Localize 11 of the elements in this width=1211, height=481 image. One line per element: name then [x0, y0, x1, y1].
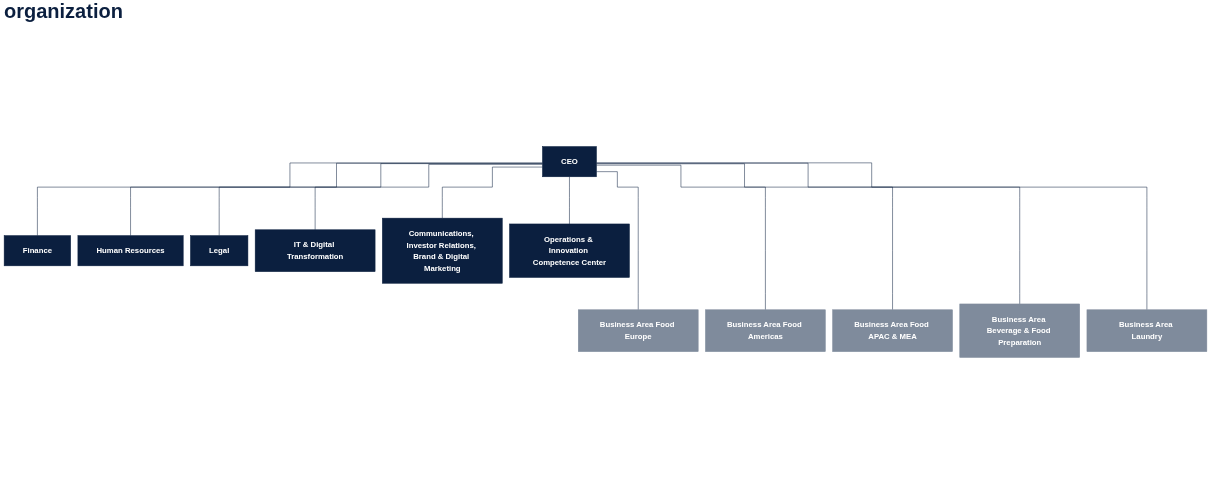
connector	[37, 162, 543, 236]
connector	[442, 166, 543, 219]
connector	[596, 171, 639, 311]
connector	[218, 163, 543, 236]
connector	[314, 164, 543, 231]
connector	[569, 176, 570, 225]
connector	[596, 164, 766, 311]
chart-title: organization	[4, 0, 123, 23]
connector	[596, 163, 893, 311]
connector	[596, 162, 1148, 311]
connector	[130, 162, 543, 236]
